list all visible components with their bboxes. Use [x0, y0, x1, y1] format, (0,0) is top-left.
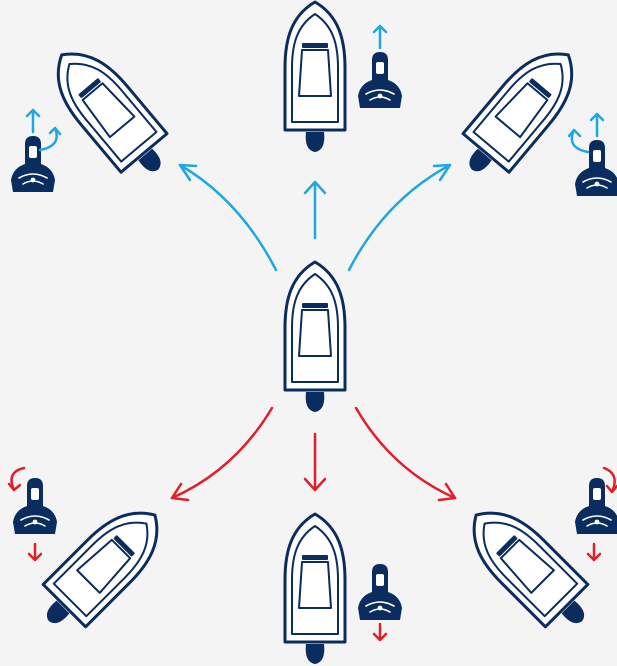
boat-icon: [283, 512, 347, 666]
movement-reverse: [283, 512, 403, 666]
arrow-icon: [303, 180, 327, 240]
rotate-arrow-icon: [602, 466, 617, 494]
boat-icon: [37, 34, 183, 191]
arrow-icon: [372, 622, 388, 642]
rotate-arrow-icon: [38, 126, 62, 152]
arrow-icon: [347, 163, 452, 272]
movement-forward: [283, 0, 403, 154]
movement-forward-right: [447, 34, 617, 197]
movement-forward-left: [10, 34, 183, 193]
boat-icon: [283, 260, 347, 414]
arrow-icon: [178, 163, 278, 272]
arrow-icon: [432, 163, 452, 182]
arrow-icon: [25, 108, 41, 134]
movement-reverse-left: [7, 466, 178, 644]
center-boat: [283, 260, 347, 414]
joystick-icon: [357, 563, 403, 621]
arrow-icon: [27, 542, 43, 562]
arrow-icon: [170, 406, 274, 500]
joystick-icon: [574, 477, 617, 535]
rotate-arrow-icon: [7, 466, 26, 492]
joystick-icon: [574, 139, 617, 197]
movement-reverse-right: [453, 466, 617, 644]
joystick-icon: [357, 51, 403, 109]
rotate-arrow-icon: [567, 128, 590, 154]
arrow-icon: [303, 432, 327, 492]
reverse-arrows: [170, 406, 457, 502]
arrow-icon: [372, 24, 388, 50]
arrow-icon: [586, 542, 602, 562]
arrow-icon: [437, 482, 457, 502]
arrow-icon: [354, 406, 457, 500]
boat-icon: [447, 34, 593, 191]
boat-icon: [283, 0, 347, 154]
arrow-icon: [589, 112, 605, 138]
forward-arrows: [178, 163, 452, 272]
arrow-icon: [178, 163, 198, 182]
arrow-icon: [170, 482, 190, 502]
joystick-icon: [10, 135, 56, 193]
